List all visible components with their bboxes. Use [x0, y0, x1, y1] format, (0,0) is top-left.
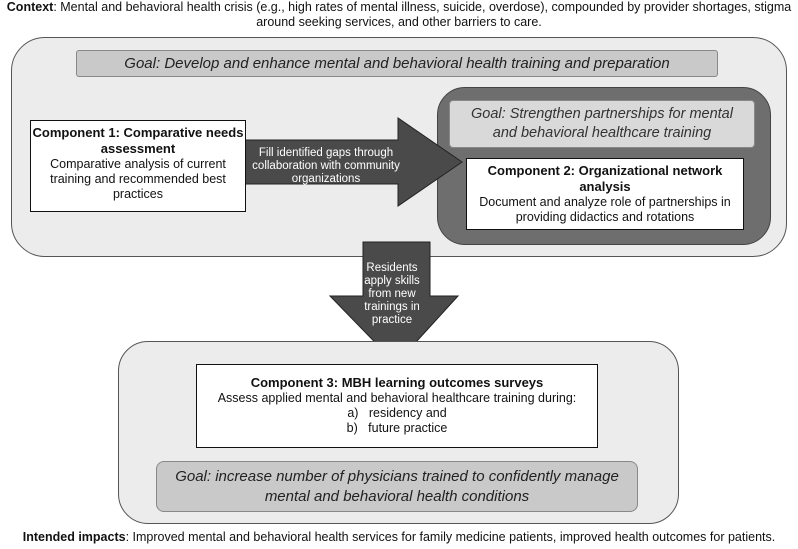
component-2-box: Component 2: Organizational network anal…: [466, 158, 744, 230]
component-3-title: Component 3: MBH learning outcomes surve…: [250, 375, 544, 390]
component-2-title: Component 2: Organizational network anal…: [487, 163, 723, 194]
component-1-box: Component 1: Comparative needs assessmen…: [30, 120, 246, 212]
goal-increase-physicians-text: Goal: increase number of physicians trai…: [175, 467, 619, 505]
context-text: : Mental and behavioral health crisis (e…: [53, 0, 792, 29]
goal-strengthen-partnerships-text: Goal: Strengthen partnerships for mental…: [471, 106, 733, 141]
context-label: Context: [6, 0, 54, 14]
list-item: a) residency and: [347, 406, 447, 420]
arrow-right-shape: [236, 117, 463, 207]
component-1-title: Component 1: Comparative needs assessmen…: [32, 125, 244, 156]
context-statement: Context: Mental and behavioral health cr…: [0, 0, 798, 30]
impacts-label: Intended impacts: [22, 530, 126, 544]
component-2-description: Document and analyze role of partnership…: [479, 195, 731, 224]
component-3-list: a) residency and b) future practice: [197, 406, 597, 436]
component-1-description: Comparative analysis of current training…: [50, 157, 226, 201]
arrow-down-text: Residents apply skills from new training…: [364, 262, 420, 326]
component-3-description: Assess applied mental and behavioral hea…: [217, 391, 577, 405]
arrow-right-text: Fill identified gaps through collaborati…: [252, 147, 400, 185]
arrow-down-shape: [328, 241, 460, 365]
intended-impacts: Intended impacts: Improved mental and be…: [0, 530, 798, 545]
list-item: b) future practice: [346, 421, 448, 435]
impacts-text: : Improved mental and behavioral health …: [125, 530, 776, 544]
goal-develop-training: Goal: Develop and enhance mental and beh…: [76, 50, 718, 77]
goal-increase-physicians: Goal: increase number of physicians trai…: [156, 461, 638, 512]
goal-strengthen-partnerships: Goal: Strengthen partnerships for mental…: [449, 100, 755, 148]
component-3-box: Component 3: MBH learning outcomes surve…: [196, 364, 598, 448]
